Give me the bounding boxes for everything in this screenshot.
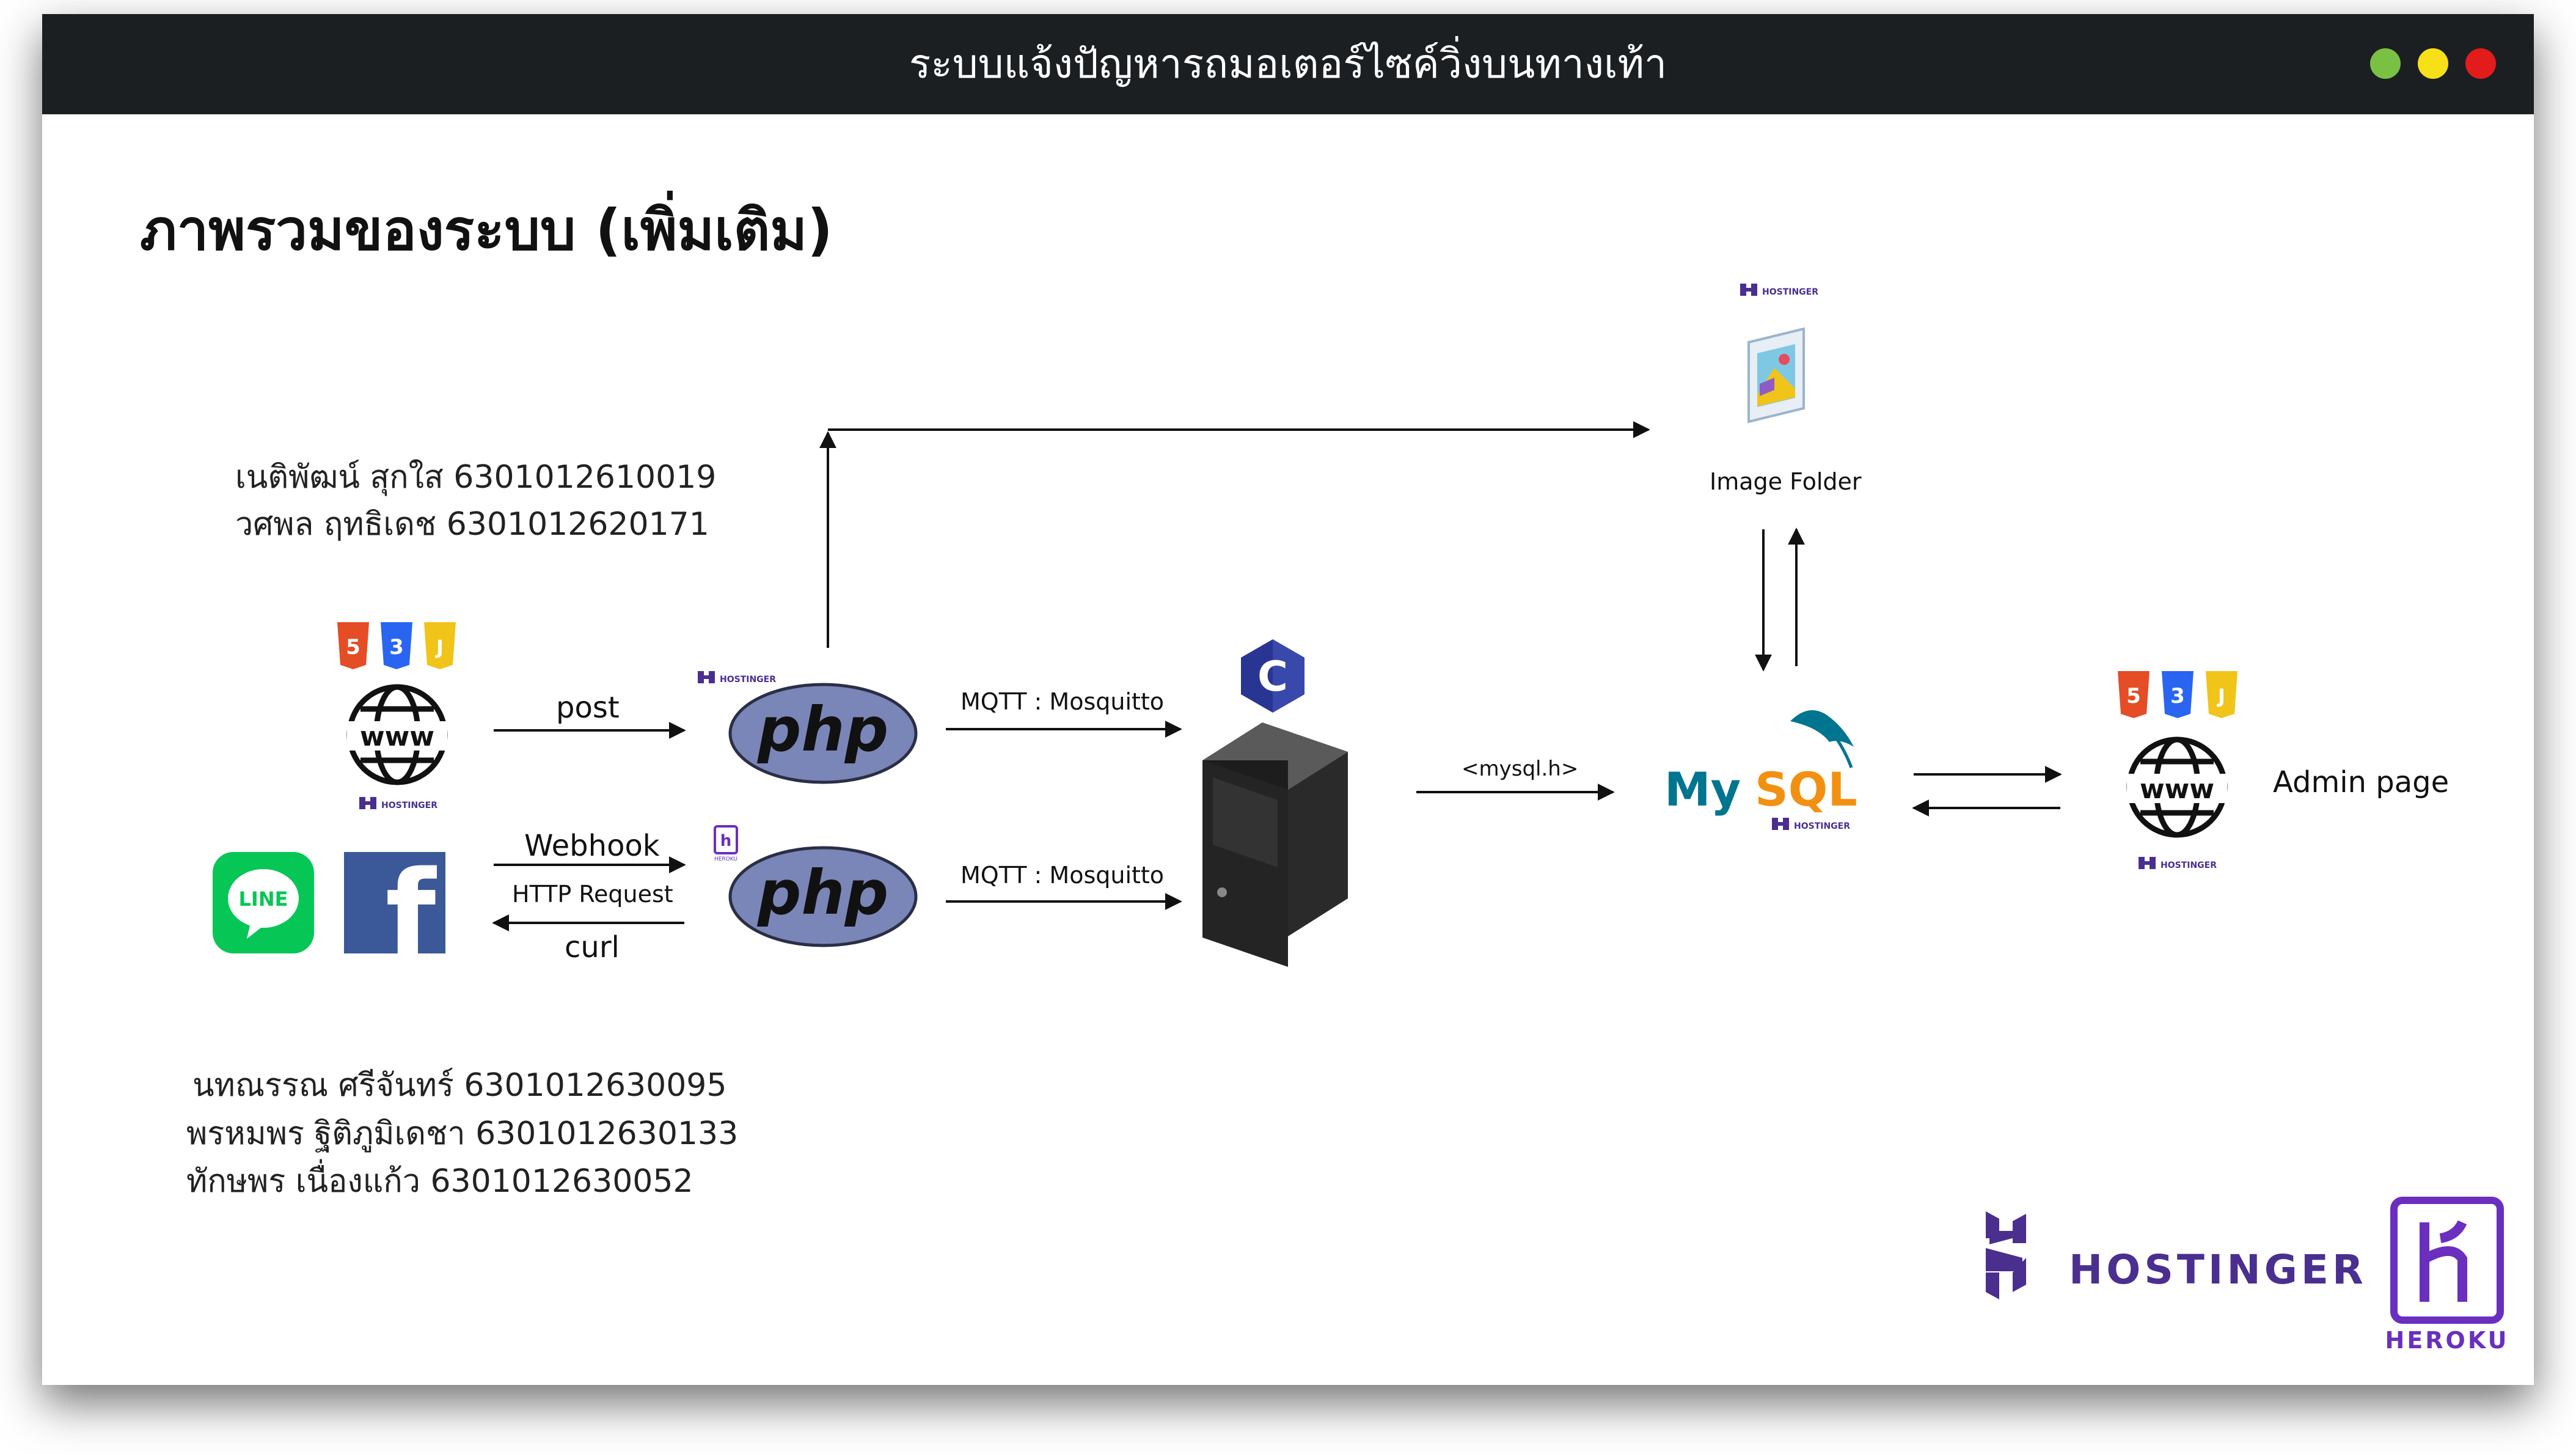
svg-text:SQL: SQL: [1755, 762, 1857, 817]
svg-text:LINE: LINE: [239, 887, 288, 911]
svg-text:f: f: [386, 846, 437, 981]
window-red-dot[interactable]: [2465, 48, 2496, 79]
svg-text:J: J: [2217, 685, 2225, 708]
webhook-label: Webhook: [524, 829, 660, 863]
window-green-dot[interactable]: [2370, 48, 2401, 79]
http-request-label: HTTP Request: [512, 881, 673, 908]
svg-text:HOSTINGER: HOSTINGER: [381, 801, 437, 810]
title-bar: ระบบแจ้งปัญหารถมอเตอร์ไซค์วิ่งบนทางเท้า: [42, 14, 2534, 114]
window-title: ระบบแจ้งปัญหารถมอเตอร์ไซค์วิ่งบนทางเท้า: [909, 40, 1667, 87]
svg-text:php: php: [757, 857, 888, 928]
server-icon: [1202, 722, 1348, 967]
svg-text:3: 3: [389, 635, 404, 659]
mysql-icon: My SQL: [1664, 710, 1857, 817]
hostinger-icon: HOSTINGER: [359, 797, 437, 810]
c-lang-icon: C: [1241, 639, 1304, 713]
slide-title: ภาพรวมของระบบ (เพิ่มเติม): [140, 197, 833, 263]
facebook-icon: f: [344, 846, 445, 981]
svg-text:h: h: [720, 832, 732, 850]
svg-text:HEROKU: HEROKU: [714, 856, 737, 862]
mysql-h-label: <mysql.h>: [1462, 757, 1579, 781]
svg-text:HOSTINGER: HOSTINGER: [1794, 821, 1850, 831]
svg-text:3: 3: [2170, 684, 2185, 708]
admin-tech-badges: 5 3 J: [2118, 671, 2238, 718]
post-label: post: [556, 691, 620, 725]
svg-text:HOSTINGER: HOSTINGER: [1762, 287, 1818, 297]
image-folder-icon: [1747, 327, 1805, 424]
heroku-icon: h HEROKU: [714, 825, 738, 862]
heroku-wordmark: HEROKU: [2385, 1327, 2509, 1354]
slide-window: ระบบแจ้งปัญหารถมอเตอร์ไซค์วิ่งบนทางเท้า: [42, 14, 2534, 1385]
team-member-2: วศพล ฤทธิเดช 6301012620171: [235, 506, 709, 543]
www-label-bg: [347, 721, 447, 751]
svg-text:5: 5: [346, 635, 360, 659]
svg-text:php: php: [757, 694, 888, 765]
team-member-4: พรหมพร ฐิติภูมิเดชา 6301012630133: [186, 1115, 739, 1152]
html5-icon: 5: [337, 622, 369, 669]
connector-arrows: [492, 421, 2062, 931]
svg-text:C: C: [1257, 653, 1288, 701]
html5-icon: 5: [2118, 671, 2150, 718]
www-label-bg: [2127, 774, 2227, 803]
css3-icon: 3: [381, 622, 412, 669]
hostinger-wordmark: HOSTINGER: [2069, 1246, 2367, 1293]
svg-text:J: J: [435, 636, 444, 659]
team-member-5: ทักษพร เนื่องแก้ว 6301012630052: [186, 1163, 693, 1200]
team-member-1: เนติพัฒน์ สุกใส 6301012610019: [235, 459, 717, 496]
hostinger-icon: HOSTINGER: [1740, 284, 1818, 297]
hostinger-icon: HOSTINGER: [2139, 857, 2217, 870]
svg-text:HOSTINGER: HOSTINGER: [2161, 861, 2217, 870]
svg-text:My: My: [1664, 762, 1741, 817]
hostinger-icon: HOSTINGER: [1772, 818, 1850, 831]
www-label: www: [2140, 774, 2214, 805]
js-icon: J: [424, 622, 456, 669]
php-icon: php: [728, 846, 918, 947]
hostinger-icon: HOSTINGER: [698, 671, 776, 685]
svg-text:5: 5: [2126, 684, 2141, 708]
heroku-logo: [2390, 1197, 2504, 1324]
svg-text:HOSTINGER: HOSTINGER: [720, 675, 776, 685]
line-icon: LINE: [213, 852, 314, 953]
hostinger-logo: [1986, 1211, 2026, 1299]
css3-icon: 3: [2162, 671, 2194, 718]
image-folder-label: Image Folder: [1710, 468, 1862, 495]
mqtt-bottom-label: MQTT : Mosquitto: [961, 862, 1165, 889]
php-icon: php: [728, 683, 918, 784]
window-yellow-dot[interactable]: [2418, 48, 2448, 79]
js-icon: J: [2206, 671, 2238, 718]
mqtt-top-label: MQTT : Mosquitto: [961, 688, 1165, 715]
admin-page-label: Admin page: [2273, 765, 2450, 799]
www-label: www: [360, 721, 434, 752]
curl-label: curl: [565, 930, 620, 964]
team-member-3: นทณรรณ ศรีจันทร์ 6301012630095: [192, 1067, 727, 1104]
client-tech-badges: 5 3 J: [337, 622, 456, 669]
